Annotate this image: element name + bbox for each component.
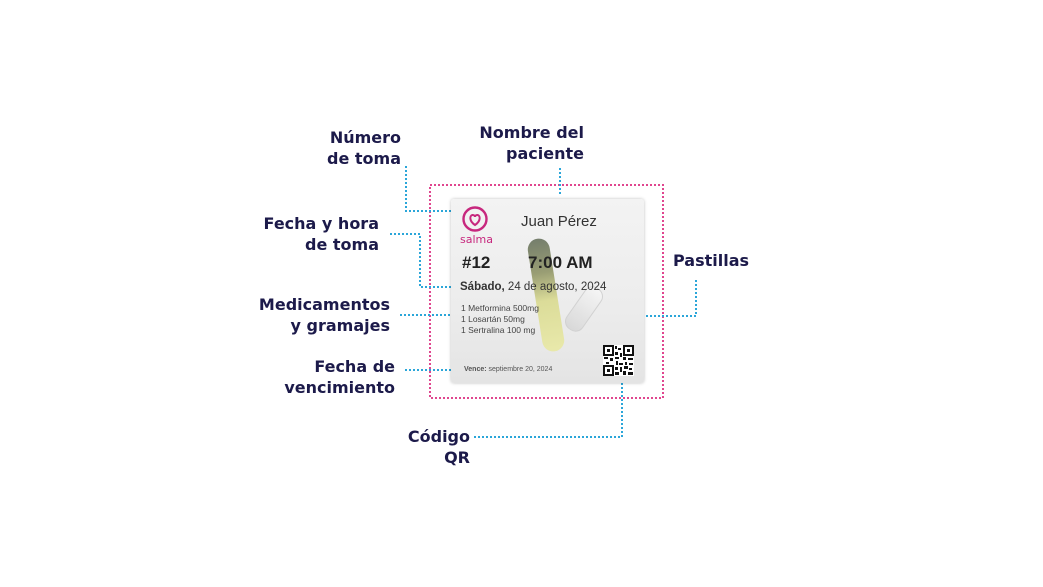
callout-numero-toma: Número de toma [327,128,401,168]
dose-number: #12 [462,253,491,272]
leader-pastillas [645,280,697,317]
expiry-date: Vence: septiembre 20, 2024 [464,366,553,373]
callout-nombre-paciente: Nombre del paciente [479,123,584,163]
medication-item: 1 Sertralina 100 mg [461,325,536,335]
medication-item: 1 Metformina 500mg [461,303,539,313]
callout-fecha-hora: Fecha y hora de toma [263,214,379,254]
callout-medicamentos: Medicamentos y gramajes [258,295,390,335]
dose-date: Sábado, 24 de agosto, 2024 [460,281,607,293]
medication-list: 1 Metformina 500mg 1 Losartán 50mg 1 Ser… [461,303,539,336]
heart-logo-icon [462,206,488,232]
leader-numero-toma [405,166,461,212]
brand-name: salma [460,233,493,246]
pack-outline-frame [429,184,664,399]
callout-pastillas: Pastillas [673,251,750,270]
medication-item: 1 Losartán 50mg [461,314,525,324]
callout-fecha-vencimiento: Fecha de vencimiento [284,357,395,397]
dose-time: 7:00 AM [528,253,593,272]
qr-code-icon [603,345,634,376]
callout-codigo-qr: Código QR [407,427,470,467]
leader-codigo-qr [474,378,623,438]
patient-name: Juan Pérez [521,213,597,230]
leader-fecha-hora [390,233,460,288]
